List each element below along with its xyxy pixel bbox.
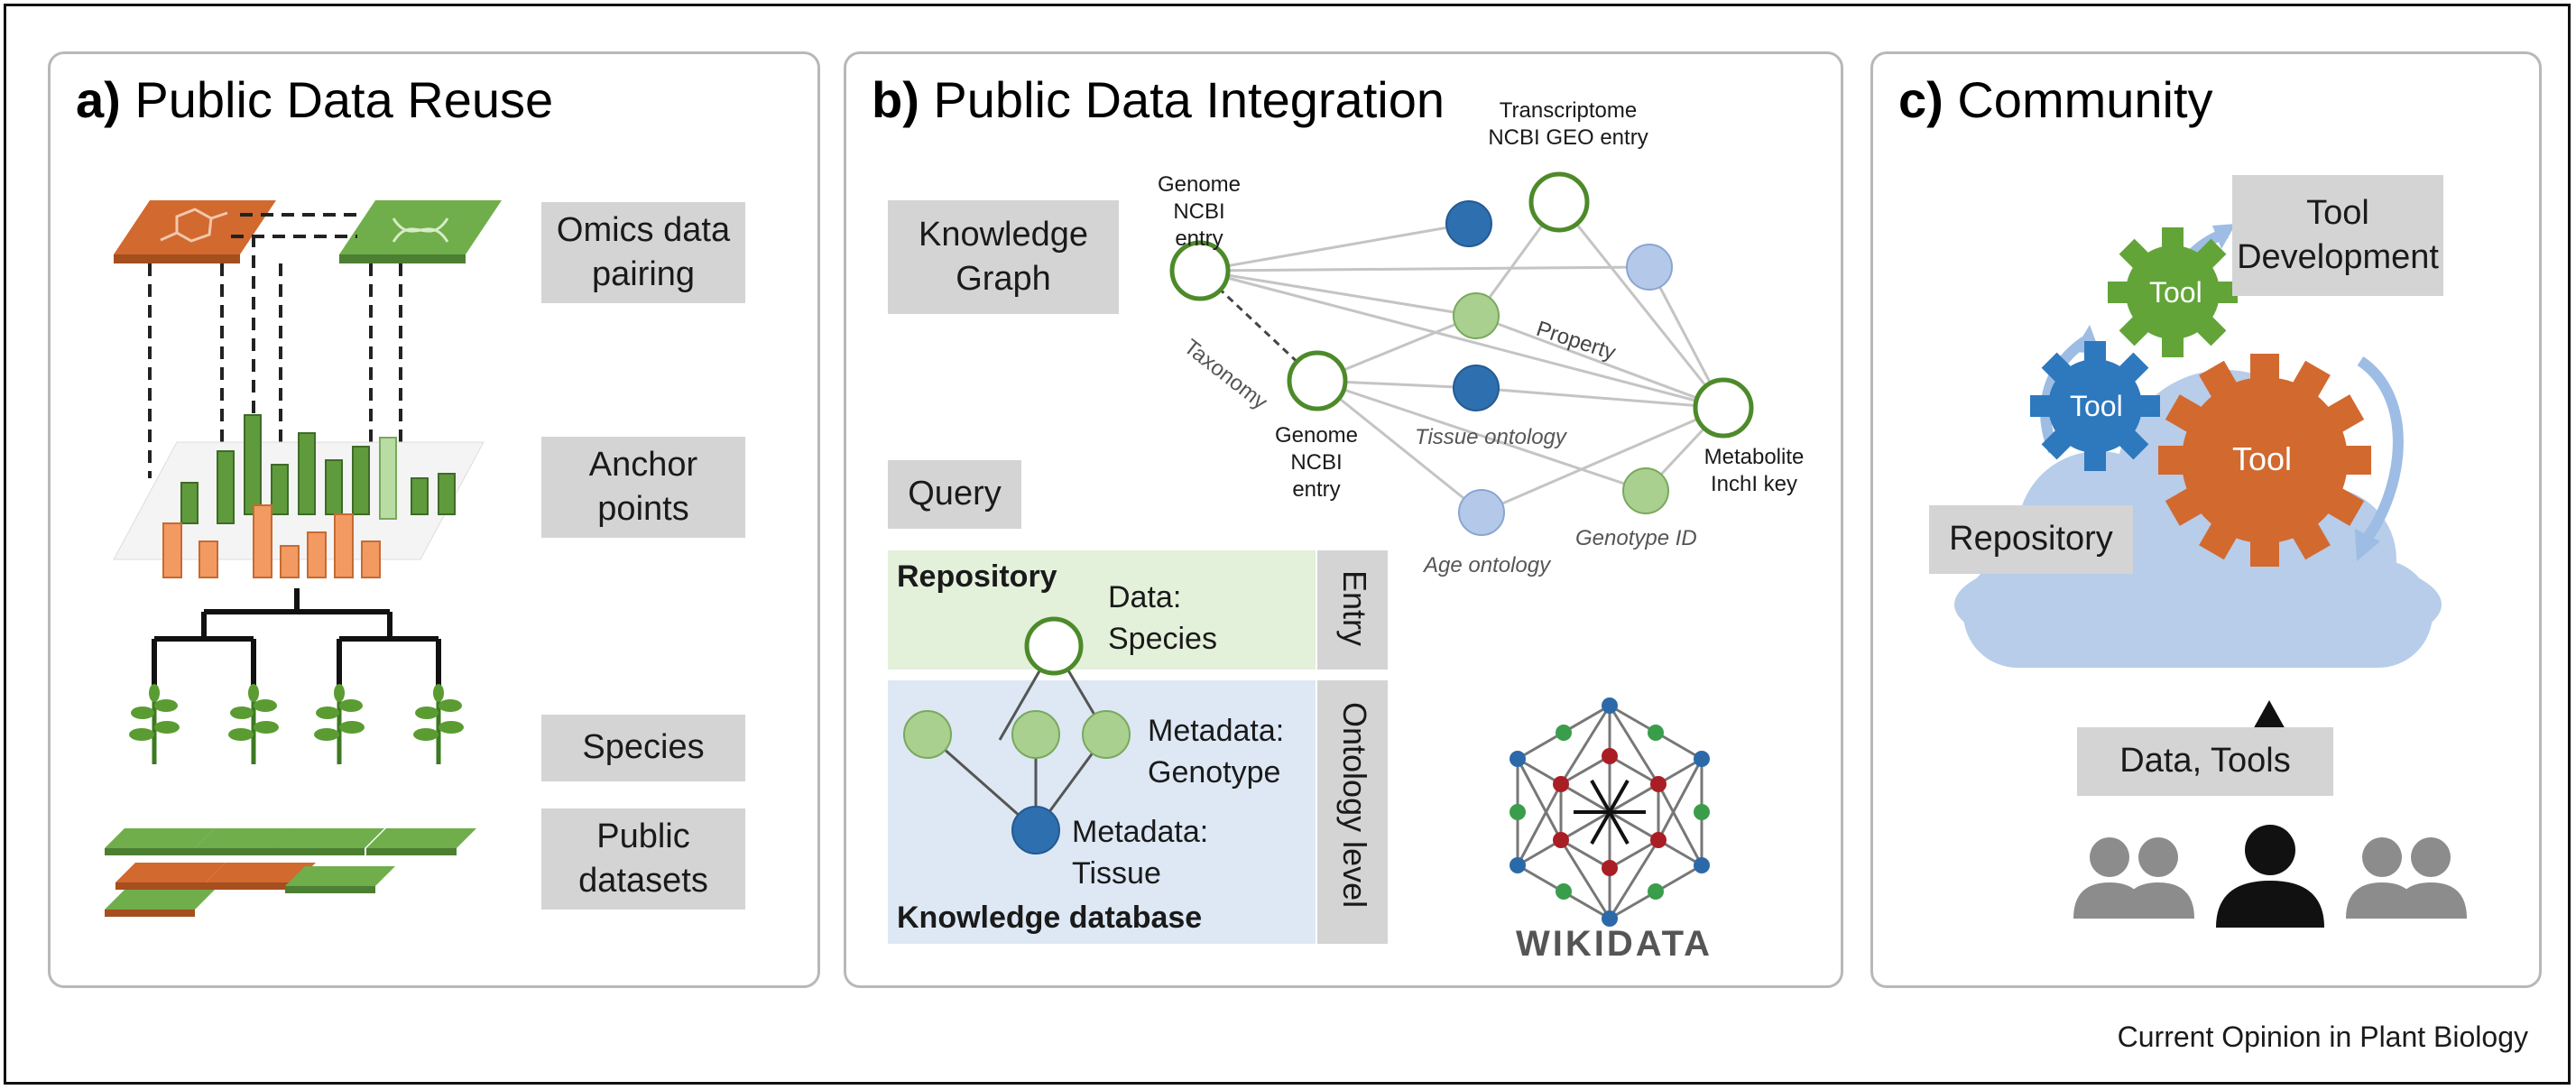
data-tools-label: Data, Tools bbox=[2077, 727, 2333, 796]
transcriptomics-plate-edge bbox=[339, 254, 466, 263]
public-datasets-label: Public datasets bbox=[541, 808, 745, 910]
wikidata-wordmark: WIKIDATA bbox=[1516, 924, 1713, 964]
panel-c-title: c) Community bbox=[1898, 70, 2213, 129]
entry-label: Entry bbox=[1336, 570, 1373, 647]
tissue-node bbox=[1453, 365, 1500, 411]
ontology-level-label: Ontology level bbox=[1336, 702, 1373, 909]
plant-icon bbox=[413, 684, 464, 764]
panel-b: b) Public Data Integration Knowledge Gra… bbox=[844, 51, 1843, 988]
plant-icons bbox=[129, 684, 464, 764]
people-icon bbox=[2073, 825, 2467, 928]
pairing-lines bbox=[148, 213, 402, 478]
repository-title: Repository bbox=[897, 559, 1057, 594]
repository-entry-panel bbox=[888, 550, 1316, 670]
query-label: Query bbox=[888, 460, 1021, 529]
panel-a-letter: a) bbox=[76, 71, 121, 128]
arrow-head bbox=[2252, 700, 2286, 731]
plant-icon bbox=[314, 684, 365, 764]
genotype-node bbox=[1622, 467, 1669, 514]
genome-node-2 bbox=[1287, 350, 1348, 411]
omics-pairing-label: Omics data pairing bbox=[541, 202, 745, 303]
panel-c-title-text: Community bbox=[1957, 71, 2213, 128]
metadata-tissue-label: Metadata: Tissue bbox=[1072, 815, 1209, 891]
property-node-light-blue bbox=[1626, 244, 1673, 291]
species-label: Species bbox=[541, 715, 745, 781]
genome-node-1 bbox=[1169, 240, 1231, 301]
age-node bbox=[1458, 489, 1505, 536]
tool-development-label: Tool Development bbox=[2232, 175, 2443, 296]
tool-gear-green bbox=[2108, 227, 2238, 357]
transcriptome-label: Transcriptome NCBI GEO entry bbox=[1488, 98, 1648, 150]
panel-a: a) Public Data Reuse bbox=[48, 51, 820, 988]
green-bars bbox=[180, 414, 456, 524]
metabolite-label: Metabolite InchI key bbox=[1703, 445, 1805, 496]
transcriptome-node bbox=[1528, 171, 1590, 233]
genotype-id-label: Genotype ID bbox=[1575, 526, 1697, 550]
tool-label-blue: Tool bbox=[2070, 390, 2123, 422]
tool-label-orange: Tool bbox=[2232, 440, 2293, 477]
meta-node-2 bbox=[1011, 710, 1060, 759]
genome-node-1-label: Genome NCBI entry bbox=[1157, 172, 1242, 251]
dna-icon bbox=[392, 217, 449, 243]
repository-label: Repository bbox=[1929, 505, 2133, 574]
journal-credit: Current Opinion in Plant Biology bbox=[2117, 1021, 2528, 1053]
genotype-meta-node bbox=[1082, 710, 1131, 759]
data-species-label: Data: Species bbox=[1108, 580, 1217, 656]
panel-a-title: a) Public Data Reuse bbox=[76, 70, 553, 129]
transcriptomics-plate bbox=[339, 200, 502, 254]
tool-gear-orange bbox=[2158, 354, 2371, 567]
anchor-points-label: Anchor points bbox=[541, 437, 745, 538]
dataset-plates bbox=[105, 828, 476, 917]
wikidata-logo bbox=[1510, 697, 1710, 927]
entry-side-box bbox=[1317, 550, 1388, 670]
panel-c: c) Community bbox=[1870, 51, 2542, 988]
ontology-side-box bbox=[1317, 680, 1388, 944]
metabolite-node bbox=[1693, 377, 1754, 439]
property-node-light-green bbox=[1453, 292, 1500, 339]
knowledge-database-label: Knowledge database bbox=[897, 901, 1203, 935]
light-green-bar bbox=[379, 437, 397, 520]
panel-b-letter: b) bbox=[872, 71, 919, 128]
metabolomics-plate bbox=[114, 200, 276, 254]
metadata-genotype-label: Metadata: Genotype bbox=[1148, 714, 1285, 790]
age-ontology-label: Age ontology bbox=[1424, 553, 1551, 577]
panel-a-title-text: Public Data Reuse bbox=[134, 71, 554, 128]
panel-b-title: b) Public Data Integration bbox=[872, 70, 1445, 129]
panel-a-illustration bbox=[105, 200, 502, 917]
panel-b-title-text: Public Data Integration bbox=[933, 71, 1445, 128]
figure-frame: a) Public Data Reuse bbox=[4, 4, 2571, 1085]
phylogenetic-tree bbox=[152, 588, 441, 686]
genome-node-2-label: Genome NCBI entry bbox=[1274, 423, 1359, 502]
meta-node-1 bbox=[903, 710, 952, 759]
tool-label-green: Tool bbox=[2149, 276, 2202, 309]
property-node-dark bbox=[1445, 200, 1492, 247]
tissue-meta-node bbox=[1011, 806, 1060, 854]
graph-nodes bbox=[1169, 171, 1754, 536]
orange-bars bbox=[162, 504, 381, 578]
plant-icon bbox=[228, 684, 279, 764]
repository-tree bbox=[903, 616, 1131, 854]
knowledge-graph-label: Knowledge Graph bbox=[888, 200, 1119, 314]
panel-c-letter: c) bbox=[1898, 71, 1944, 128]
plant-icon bbox=[129, 684, 180, 764]
tissue-ontology-label: Tissue ontology bbox=[1415, 425, 1566, 449]
molecule-icon bbox=[160, 208, 228, 243]
species-node bbox=[1024, 616, 1084, 676]
tool-gear-blue bbox=[2030, 341, 2160, 471]
metabolomics-plate-edge bbox=[114, 254, 240, 263]
knowledge-graph bbox=[903, 171, 1754, 927]
